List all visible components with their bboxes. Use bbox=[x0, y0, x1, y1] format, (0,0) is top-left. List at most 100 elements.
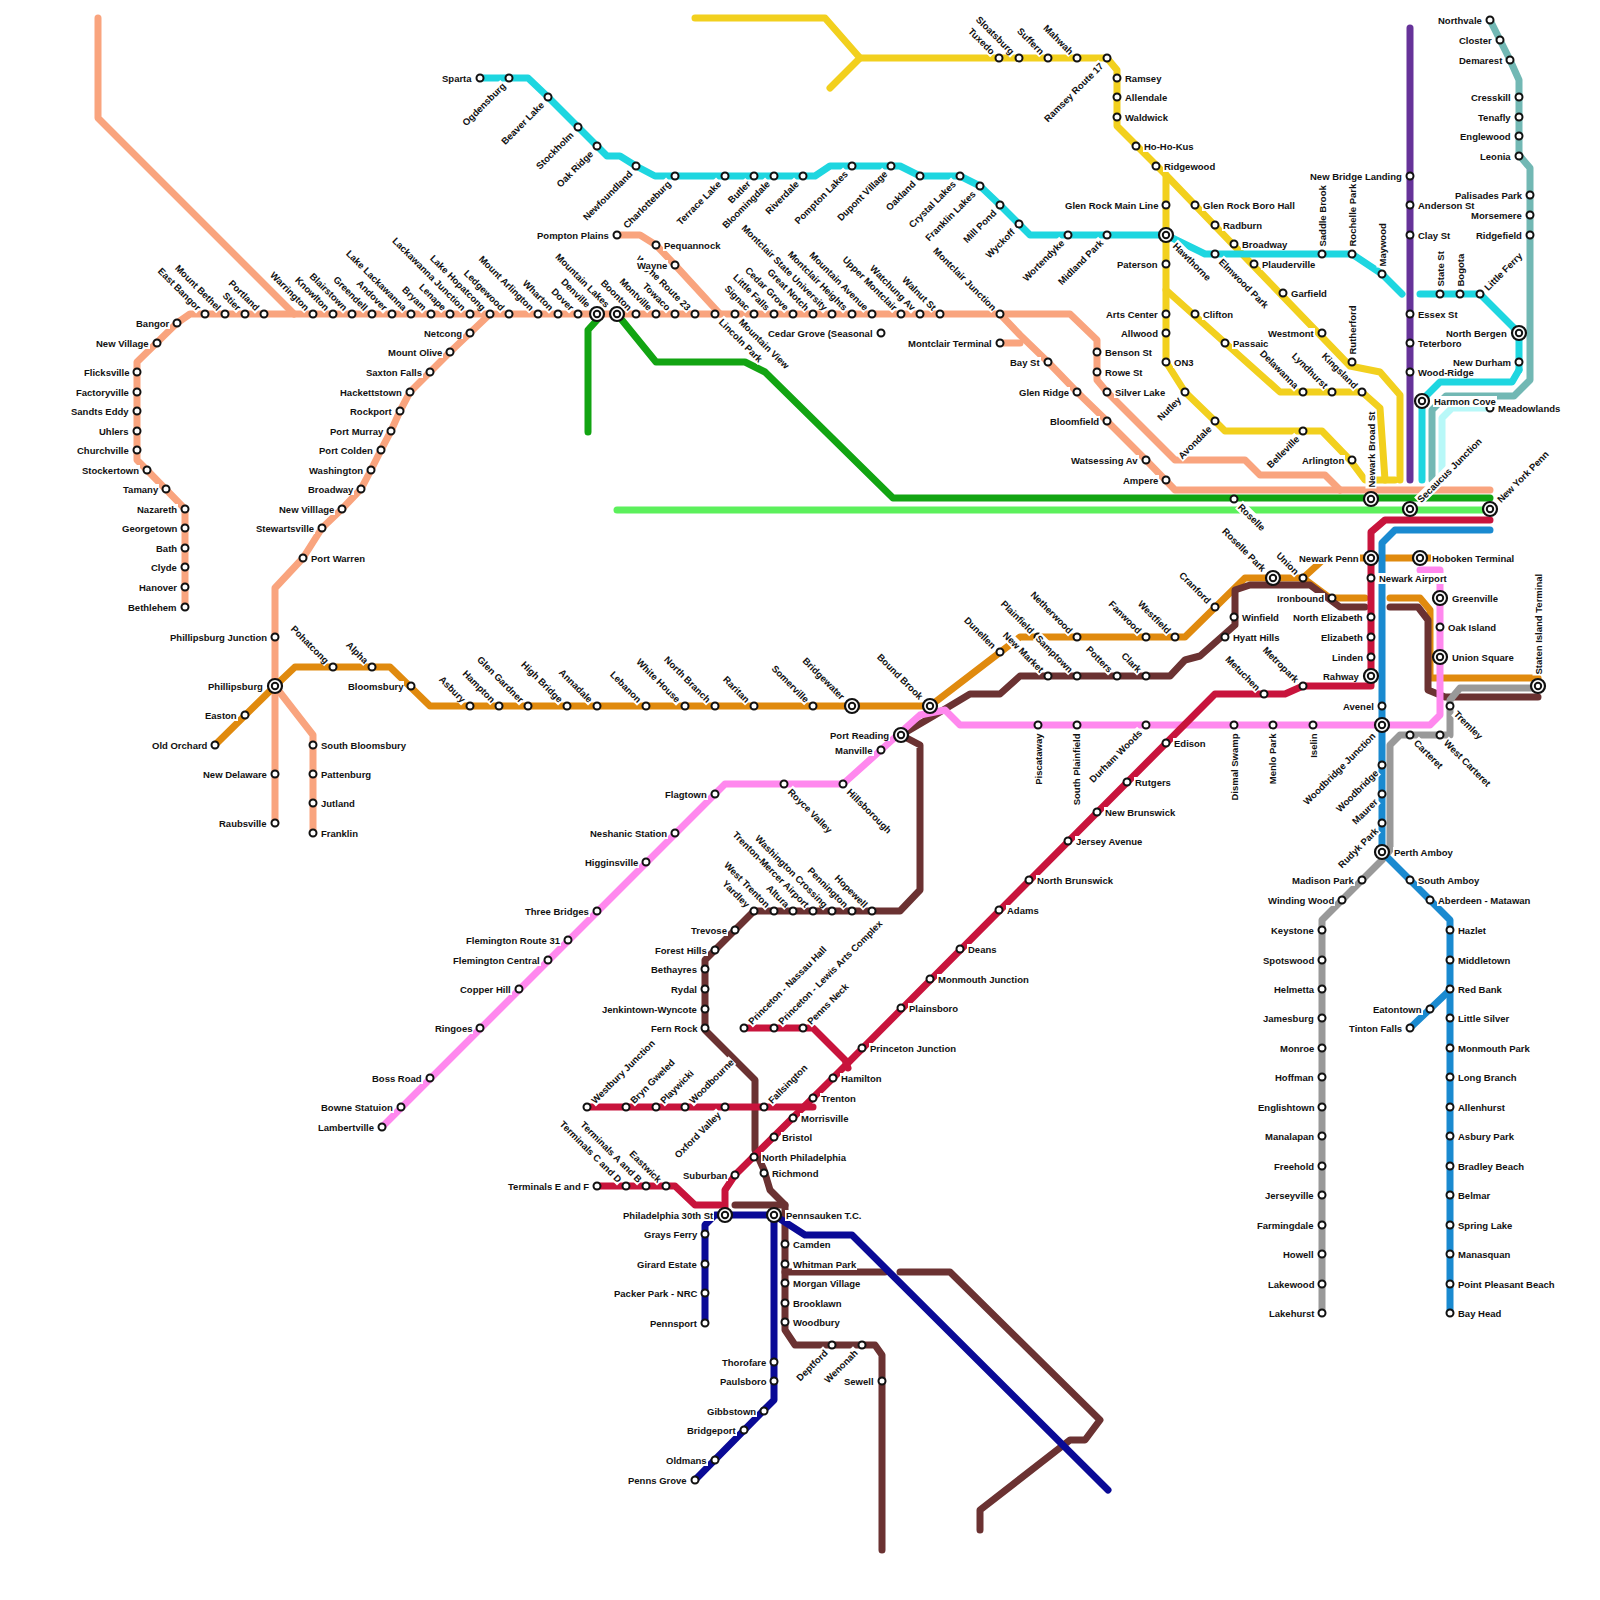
station-dot bbox=[917, 311, 924, 318]
station-label: Rockport bbox=[349, 406, 393, 417]
station-dot bbox=[830, 1075, 837, 1082]
rail-line bbox=[901, 585, 1365, 735]
rail-line bbox=[275, 686, 313, 833]
station-dot bbox=[330, 664, 337, 671]
station-dot bbox=[1447, 1192, 1454, 1199]
station-dot bbox=[1364, 551, 1378, 565]
station-label: Sandts Eddy bbox=[70, 406, 130, 417]
station-label: Adams bbox=[1006, 905, 1040, 916]
station-label: Radburn bbox=[1222, 220, 1263, 231]
station-label: Washington bbox=[308, 465, 364, 476]
station-dot bbox=[1403, 502, 1417, 516]
station-dot bbox=[1143, 722, 1150, 729]
station-dot bbox=[761, 1104, 768, 1111]
station-dot bbox=[1447, 986, 1454, 993]
station-dot bbox=[712, 703, 719, 710]
station-dot bbox=[1143, 457, 1150, 464]
station-label: Girard Estate bbox=[636, 1259, 698, 1270]
station-dot bbox=[378, 447, 385, 454]
station-dot bbox=[790, 908, 797, 915]
station-label: Monmouth Park bbox=[1457, 1043, 1531, 1054]
station-dot bbox=[506, 75, 513, 82]
station-label: Plainfield bbox=[998, 597, 1037, 636]
station-dot bbox=[1447, 957, 1454, 964]
station-dot bbox=[1516, 114, 1523, 121]
station-dot bbox=[349, 311, 356, 318]
station-label: Hawthorne bbox=[1170, 239, 1214, 283]
station-dot bbox=[702, 986, 709, 993]
station-dot bbox=[633, 311, 640, 318]
station-label: Howell bbox=[1282, 1249, 1315, 1260]
station-label: Essex St bbox=[1417, 309, 1459, 320]
station-dot bbox=[1407, 369, 1414, 376]
rail-line bbox=[735, 1202, 785, 1209]
station-dot bbox=[997, 340, 1004, 347]
rail-line bbox=[1166, 290, 1395, 480]
station-label: Jerseyville bbox=[1264, 1190, 1315, 1201]
station-label: Copper Hill bbox=[459, 984, 512, 995]
station-label: Jamesburg bbox=[1262, 1013, 1315, 1024]
station-dot bbox=[134, 369, 141, 376]
station-label: Wood-Ridge bbox=[1417, 367, 1475, 378]
station-dot bbox=[272, 683, 278, 689]
station-label: Allwood bbox=[1120, 328, 1159, 339]
station-dot bbox=[1407, 173, 1414, 180]
rail-line bbox=[1407, 28, 1414, 480]
rail-line bbox=[98, 18, 294, 314]
station-label: New Delaware bbox=[202, 769, 268, 780]
station-dot bbox=[1016, 221, 1023, 228]
station-dot bbox=[741, 1025, 748, 1032]
station-dot bbox=[1231, 614, 1238, 621]
station-dot bbox=[516, 986, 523, 993]
rail-line bbox=[587, 1104, 813, 1111]
station-label: Terminals E and F bbox=[507, 1181, 590, 1192]
station-label: Avondale bbox=[1175, 422, 1214, 461]
station-dot bbox=[643, 703, 650, 710]
station-dot bbox=[1163, 740, 1170, 747]
station-dot bbox=[1447, 1015, 1454, 1022]
station-dot bbox=[1407, 232, 1414, 239]
rail-line bbox=[785, 1269, 885, 1276]
station-label: Ridgefield bbox=[1475, 230, 1523, 241]
station-label: Neshanic Station bbox=[589, 828, 668, 839]
station-label: Churchville bbox=[76, 445, 130, 456]
station-label: Rowe St bbox=[1104, 367, 1143, 378]
station-label: Point Pleasant Beach bbox=[1457, 1279, 1556, 1290]
station-label: Manalapan bbox=[1264, 1131, 1315, 1142]
station-label: Newark Penn bbox=[1298, 553, 1360, 564]
station-dot bbox=[555, 311, 562, 318]
station-label: Hillsborough bbox=[844, 785, 895, 836]
station-label: Ogdensburg bbox=[459, 79, 508, 128]
station-label: Perth Amboy bbox=[1393, 847, 1454, 858]
station-label: Cedar Grove (Seasonal bbox=[767, 328, 874, 339]
rail-line bbox=[725, 520, 1490, 1215]
station-label: Monmouth Junction bbox=[937, 974, 1030, 985]
station-label: Winfield bbox=[1241, 612, 1280, 623]
station-dot bbox=[1231, 722, 1238, 729]
station-label: Port Warren bbox=[310, 553, 366, 564]
station-label: Phillipsburg Junction bbox=[169, 632, 268, 643]
station-dot bbox=[594, 908, 601, 915]
station-label: Beaver Lake bbox=[498, 98, 547, 147]
rail-line bbox=[744, 1028, 848, 1068]
rail-line bbox=[1420, 294, 1519, 370]
station-dot bbox=[1415, 394, 1429, 408]
station-dot bbox=[1535, 683, 1541, 689]
station-label: Freehold bbox=[1273, 1161, 1315, 1172]
station-dot bbox=[1163, 477, 1170, 484]
station-dot bbox=[712, 311, 719, 318]
station-dot bbox=[937, 311, 944, 318]
station-label: Pompton Plains bbox=[536, 230, 610, 241]
station-label: Phillipsburg bbox=[207, 681, 264, 692]
station-dot bbox=[1527, 192, 1534, 199]
station-label: Factoryville bbox=[75, 387, 130, 398]
station-dot bbox=[1447, 1074, 1454, 1081]
station-dot bbox=[653, 242, 660, 249]
station-label: Rutgers bbox=[1134, 777, 1172, 788]
station-dot bbox=[1094, 369, 1101, 376]
station-label: Garfield bbox=[1290, 288, 1328, 299]
station-dot bbox=[712, 947, 719, 954]
station-label: Bethlehem bbox=[127, 602, 178, 613]
station-label: Hanover bbox=[138, 582, 178, 593]
station-dot bbox=[888, 163, 895, 170]
